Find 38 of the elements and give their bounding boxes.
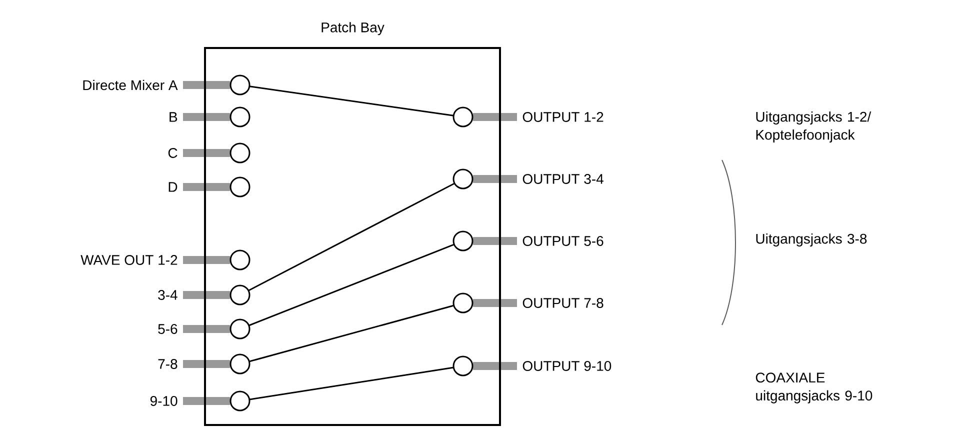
side-label: Uitgangsjacks 1-2/ Koptelefoonjack [756, 111, 872, 142]
jack-label: C [168, 148, 178, 158]
jack-label: OUTPUT 7-8 [522, 298, 604, 308]
node-label: Patch Bay [322, 22, 384, 36]
jack-circle [230, 250, 250, 270]
jack-label: OUTPUT 1-2 [522, 112, 604, 122]
jack-label: OUTPUT 3-4 [522, 174, 604, 184]
jack-circle [452, 292, 474, 314]
side-label: COAXIALE uitgangsjacks 9-10 [756, 372, 872, 404]
jack-label: Directe Mixer A [83, 80, 178, 90]
jack-label: WAVE OUT 1-2 [80, 255, 178, 265]
jack-label: OUTPUT 5-6 [522, 236, 604, 246]
patch-cable [248, 304, 454, 362]
jack-label: OUTPUT 9-10 [522, 361, 612, 371]
jack-circle [230, 390, 250, 412]
jack-label: 7-8 [158, 359, 178, 369]
jack-label: 9-10 [150, 396, 178, 406]
jack-circle [452, 356, 474, 376]
patch-cable [249, 86, 454, 116]
patch-cable [249, 366, 454, 400]
jack-label: 3-4 [158, 290, 178, 300]
jack-label: D [168, 182, 178, 192]
jack-label: B [170, 112, 178, 122]
jack-circle [230, 354, 250, 374]
jack-circle [452, 230, 474, 252]
jack-circle [230, 176, 250, 198]
jack-circle [230, 284, 250, 306]
patch-cable [248, 182, 455, 292]
jack-circle [452, 168, 474, 190]
jack-circle [230, 74, 250, 96]
jack-circle [230, 318, 250, 340]
patch-cable [248, 244, 454, 326]
jack-circle [452, 106, 474, 128]
jack-circle [230, 106, 250, 128]
patch-bay-box: Patch Bay [204, 22, 501, 426]
side-label: Uitgangsjacks 3-8 [756, 233, 867, 246]
jack-label: 5-6 [158, 324, 178, 334]
jack-circle [230, 142, 250, 164]
